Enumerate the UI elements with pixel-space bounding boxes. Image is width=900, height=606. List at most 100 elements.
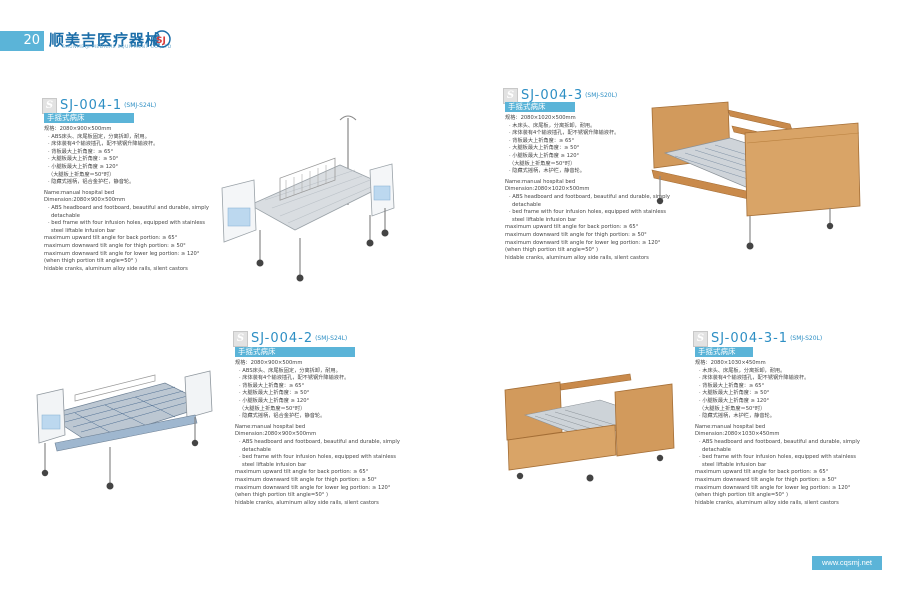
spec-cn: · 床体装有4个输液插孔，配不锈钢升降输液杆。	[699, 375, 810, 382]
spec-feature-en: · ABS headboard and footboard, beautiful…	[239, 438, 400, 445]
spec-feature-en: · bed frame with four infusion holes, eq…	[239, 454, 396, 461]
spec-angle-en: hidable cranks, aluminum alloy side rail…	[44, 265, 188, 272]
spec-cn: · 小腿板最大上折角度 ≥ 120°	[509, 152, 580, 159]
spec-angle-en: maximum downward tilt angle for lower le…	[235, 484, 391, 491]
spec-feature-en: · bed frame with four infusion holes, eq…	[699, 454, 856, 461]
spec-feature-en: · bed frame with four infusion holes, eq…	[509, 209, 666, 216]
spec-angle-en: (when thigh portion tilt angle=50° )	[44, 258, 138, 265]
specs-block: 规格：2080×900×500mm · ABS床头、床尾板固定，分离拆卸，耐用。…	[235, 360, 400, 507]
spec-angle-en: maximum downward tilt angle for thigh po…	[505, 231, 647, 238]
product-code: SJ-004-1	[60, 98, 123, 113]
spec-angle-en: maximum downward tilt angle for lower le…	[44, 250, 200, 257]
spec-angle-en: maximum downward tilt angle for thigh po…	[695, 476, 837, 483]
brand-name: 顺美吉医疗器械	[49, 31, 162, 49]
brand-subtitle: SHUNMEIJI MEDICAL EQUIPMENT CO.,LTD	[62, 45, 172, 50]
specs-block: 规格：2080×900×500mm · ABS床头、床尾板固定，分离拆卸，耐用。…	[44, 126, 209, 273]
spec-cn: · 背板最大上折角度：≥ 65°	[699, 382, 765, 389]
spec-feature-en: detachable	[512, 201, 541, 208]
product-code: SJ-004-3	[521, 88, 584, 103]
spec-cn: 规格：2080×1020×500mm	[505, 115, 576, 121]
spec-cn: · 大腿板最大上折角度：≥ 50°	[509, 145, 580, 152]
spec-cn: · 木床头、床尾板，分离拆卸，耐用。	[699, 367, 786, 374]
spec-cn: （大腿板上折角度＝50°时）	[699, 405, 766, 412]
spec-cn: · 床体装有4个输液插孔，配不锈钢升降输液杆。	[509, 130, 620, 137]
bed-image-sj-004-3-1	[504, 373, 675, 482]
spec-feature-en: · ABS headboard and footboard, beautiful…	[509, 193, 670, 200]
bed-image-sj-004-3	[651, 101, 861, 250]
spec-dimension-en: Dimension:2080×1020×500mm	[505, 186, 590, 193]
spec-cn: · 床体装有4个输液插孔，配不锈钢升降输液杆。	[48, 141, 159, 148]
spec-dimension-en: Dimension:2080×1030×450mm	[695, 431, 780, 438]
spec-cn: · 大腿板最大上折角度：≥ 50°	[699, 390, 770, 397]
spec-angle-en: hidable cranks, aluminum alloy side rail…	[235, 499, 379, 506]
spec-cn: · 床体装有4个输液插孔，配不锈钢升降输液杆。	[239, 375, 350, 382]
spec-name-en: Name:manual hospital bed	[695, 423, 766, 430]
spec-feature-en: steel liftable infusion bar	[702, 461, 767, 468]
product-model: (SMJ-S20L)	[585, 92, 618, 99]
website-link[interactable]: www.cqsmj.net	[812, 556, 882, 570]
spec-feature-en: · ABS headboard and footboard, beautiful…	[699, 438, 860, 445]
spec-angle-en: maximum upward tilt angle for back porti…	[695, 469, 829, 476]
spec-name-en: Name:manual hospital bed	[44, 189, 115, 196]
spec-angle-en: maximum upward tilt angle for back porti…	[44, 235, 178, 242]
category-label: 手摇式病床	[695, 347, 753, 357]
specs-block: 规格：2080×1030×450mm · 木床头、床尾板，分离拆卸，耐用。 · …	[695, 360, 860, 507]
spec-feature-en: detachable	[702, 446, 731, 453]
spec-feature-en: detachable	[51, 212, 80, 219]
product-model: (SMJ-S24L)	[124, 102, 157, 109]
spec-feature-en: · bed frame with four infusion holes, eq…	[48, 220, 205, 227]
brand-logo-icon: SJ	[153, 30, 171, 48]
spec-cn: 规格：2080×900×500mm	[44, 126, 112, 132]
spec-angle-en: hidable cranks, aluminum alloy side rail…	[695, 499, 839, 506]
spec-cn: · 背板最大上折角度：≥ 65°	[239, 382, 305, 389]
spec-feature-en: steel liftable infusion bar	[512, 216, 577, 223]
spec-cn: 规格：2080×1030×450mm	[695, 360, 766, 366]
spec-cn: · 隐藏式摇柄，木护栏，静音轮。	[699, 413, 775, 420]
spec-angle-en: maximum upward tilt angle for back porti…	[235, 469, 369, 476]
spec-cn: · 大腿板最大上折角度：≥ 50°	[239, 390, 310, 397]
spec-cn: · 背板最大上折角度：≥ 65°	[48, 148, 114, 155]
spec-angle-en: (when thigh portion tilt angle=50° )	[505, 247, 599, 254]
spec-cn: · 小腿板最大上折角度 ≥ 120°	[239, 397, 310, 404]
spec-dimension-en: Dimension:2080×900×500mm	[235, 431, 317, 438]
spec-angle-en: hidable cranks, aluminum alloy side rail…	[505, 254, 649, 261]
category-label: 手摇式病床	[235, 347, 355, 357]
page-number: 20	[0, 31, 44, 51]
spec-feature-en: detachable	[242, 446, 271, 453]
spec-dimension-en: Dimension:2080×900×500mm	[44, 197, 126, 204]
product-model: (SMJ-S24L)	[315, 335, 348, 342]
s-badge-icon: S	[42, 97, 57, 114]
spec-cn: · 隐藏式摇柄，木护栏，静音轮。	[509, 168, 585, 175]
spec-angle-en: maximum downward tilt angle for lower le…	[695, 484, 851, 491]
spec-feature-en: steel liftable infusion bar	[242, 461, 307, 468]
category-label: 手摇式病床	[44, 113, 134, 123]
spec-feature-en: · ABS headboard and footboard, beautiful…	[48, 204, 209, 211]
spec-cn: （大腿板上折角度＝50°时）	[509, 160, 576, 167]
spec-angle-en: maximum upward tilt angle for back porti…	[505, 224, 639, 231]
spec-cn: （大腿板上折角度＝50°时）	[48, 171, 115, 178]
s-badge-icon: S	[693, 330, 708, 347]
product-code: SJ-004-3-1	[711, 331, 789, 346]
spec-cn: （大腿板上折角度＝50°时）	[239, 405, 306, 412]
spec-cn: · 小腿板最大上折角度 ≥ 120°	[48, 163, 119, 170]
spec-cn: · 隐藏式摇柄，铝合金护栏，静音轮。	[48, 179, 135, 186]
logo-text: SJ	[156, 36, 166, 46]
bed-image-sj-004-1	[221, 115, 395, 282]
spec-cn: · 小腿板最大上折角度 ≥ 120°	[699, 397, 770, 404]
spec-angle-en: maximum downward tilt angle for lower le…	[505, 239, 661, 246]
spec-cn: · 木床头、床尾板，分离拆卸，耐用。	[509, 122, 596, 129]
product-code: SJ-004-2	[251, 331, 314, 346]
spec-angle-en: maximum downward tilt angle for thigh po…	[235, 476, 377, 483]
specs-block: 规格：2080×1020×500mm · 木床头、床尾板，分离拆卸，耐用。 · …	[505, 115, 670, 262]
spec-angle-en: (when thigh portion tilt angle=50° )	[695, 492, 789, 499]
spec-cn: 规格：2080×900×500mm	[235, 360, 303, 366]
spec-cn: · 隐藏式摇柄，铝合金护栏，静音轮。	[239, 413, 326, 420]
spec-cn: · ABS床头、床尾板固定，分离拆卸，耐用。	[48, 133, 150, 140]
